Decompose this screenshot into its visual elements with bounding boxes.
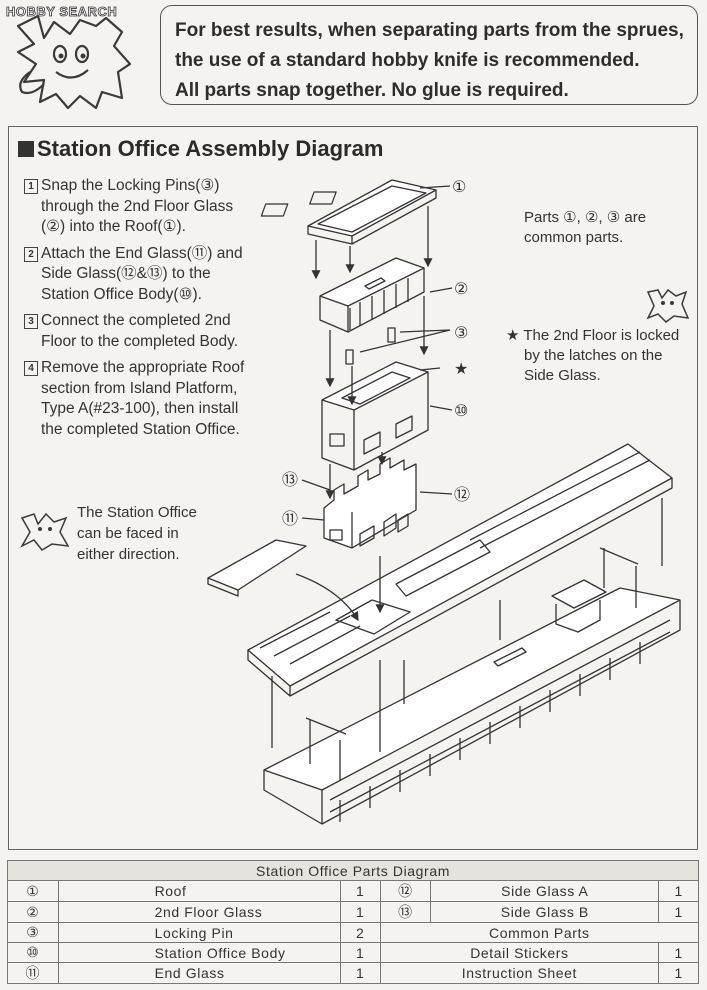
tip-box: For best results, when separating parts …: [160, 5, 698, 105]
note-common-parts: Parts ①, ②, ③ are common parts.: [524, 209, 647, 246]
assembly-diagram: ① ② ③ ★ ⑩ ⑬ ⑫ ⑪: [207, 177, 681, 825]
step-number: 4: [24, 361, 38, 376]
tip-line: All parts snap together. No glue is requ…: [175, 80, 569, 101]
step-number: 3: [24, 314, 38, 329]
parts-table-title: Station Office Parts Diagram: [7, 860, 699, 881]
callout-label: ②: [454, 279, 468, 298]
note-locked: ★ The 2nd Floor is locked by the latches…: [506, 327, 680, 384]
parts-table: Station Office Parts Diagram ① Roof 1 ⑫ …: [7, 860, 700, 984]
callout-label: ③: [454, 323, 468, 342]
mascot-small-icon: [20, 512, 70, 551]
platform-roof: [247, 443, 673, 697]
table-row: ⑩ Station Office Body 1 Detail Stickers …: [7, 942, 699, 963]
step-number: 1: [24, 179, 38, 194]
callout-label: ★: [454, 359, 468, 378]
tip-line: For best results, when separating parts …: [175, 20, 684, 41]
assembly-panel: [8, 126, 698, 850]
tip-line: the use of a standard hobby knife is rec…: [175, 50, 640, 71]
section-title: Station Office Assembly Diagram: [18, 136, 383, 162]
step-2: 2 Attach the End Glass(⑪) and Side Glass…: [24, 244, 279, 306]
station-office-body-part: [321, 361, 429, 471]
2nd-floor-glass-part: [319, 257, 425, 333]
step-4: 4 Remove the appropriate Roof section fr…: [24, 358, 279, 440]
callout-label: ⑩: [454, 401, 468, 420]
square-bullet-icon: [18, 141, 34, 157]
mascot-icon: [16, 14, 132, 110]
table-row: ⑪ End Glass 1 Instruction Sheet 1: [7, 962, 699, 984]
table-row: ② 2nd Floor Glass 1 ⑬ Side Glass B 1: [7, 901, 699, 923]
brand-logo-text: HOBBY SEARCH: [6, 4, 118, 20]
locking-pin-part: [345, 327, 396, 365]
step-list: 1 Snap the Locking Pins(③) through the 2…: [24, 176, 279, 446]
table-row: ① Roof 1 ⑫ Side Glass A 1: [7, 880, 699, 902]
step-number: 2: [24, 246, 38, 262]
platform-base: [263, 547, 681, 825]
step-3: 3 Connect the completed 2nd Floor to the…: [24, 311, 279, 352]
roof-part: [260, 179, 437, 245]
note-facing: The Station Office can be faced in eithe…: [77, 504, 197, 563]
callout-label: ⑫: [454, 485, 470, 504]
end-and-side-glass-parts: [323, 457, 417, 549]
step-1: 1 Snap the Locking Pins(③) through the 2…: [24, 176, 279, 238]
callout-label: ⑪: [282, 509, 298, 528]
table-row: ③ Locking Pin 2 Common Parts: [7, 922, 700, 943]
callout-label: ①: [452, 177, 466, 196]
mascot-small-icon: [646, 288, 690, 323]
callout-label: ⑬: [282, 470, 298, 489]
